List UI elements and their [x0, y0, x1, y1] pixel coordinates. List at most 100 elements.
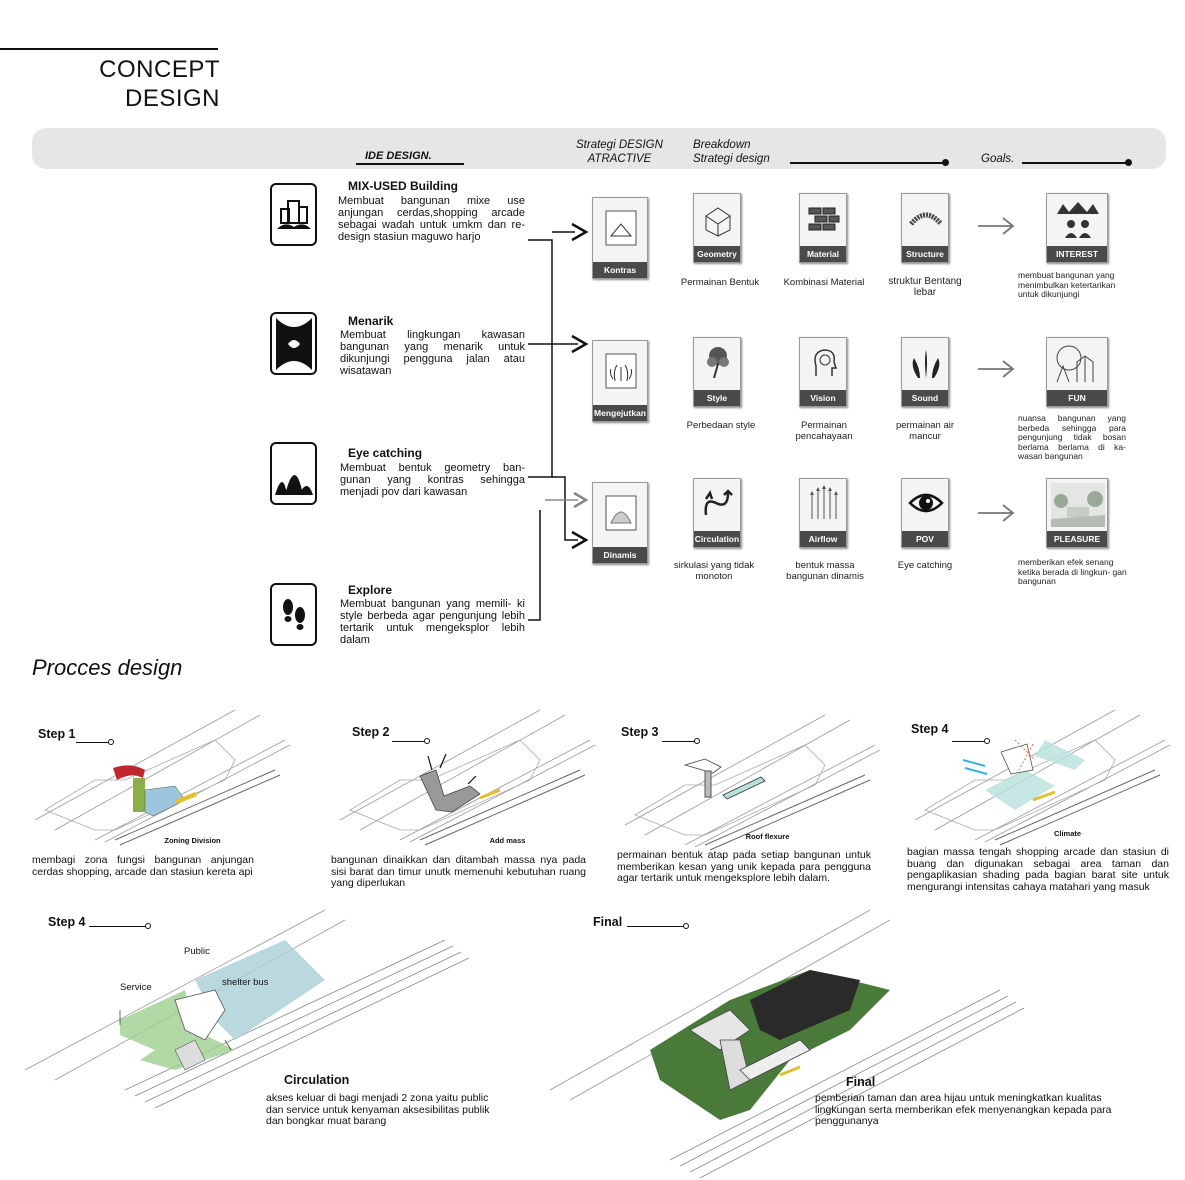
shelter-bus-label: shelter bus [222, 977, 269, 988]
strategy-label: Dinamis [593, 547, 647, 563]
step2-diagram [339, 709, 596, 846]
step4-climate-diagram [914, 709, 1171, 846]
strategy-heading: Strategi DESIGN ATRACTIVE [576, 139, 663, 165]
card-geometry: Geometry [693, 193, 741, 263]
title-rule [0, 48, 218, 50]
step-4-caption: Climate [1053, 829, 1082, 838]
card-label: Airflow [800, 531, 846, 547]
splash-icon [912, 350, 940, 378]
card-label: Material [800, 246, 846, 262]
bricks-icon [808, 207, 840, 231]
breakdown-heading: Breakdown Strategi design [693, 139, 770, 165]
arch-icon [909, 212, 943, 226]
caption-airflow: bentuk massa bangunan dinamis [786, 560, 864, 582]
idea-title-3: Eye catching [348, 446, 423, 460]
card-airflow: Airflow [799, 478, 847, 548]
circulation-icon [704, 489, 733, 516]
service-label: Service [120, 982, 152, 993]
airflow-icon [810, 485, 838, 519]
step-1-text: membagi zona fungsi bangunan anjungan ce… [32, 854, 254, 878]
step3-diagram [624, 714, 881, 851]
step-4-line [952, 741, 986, 742]
final-caption: Final [846, 1075, 876, 1089]
step-1-caption: Zoning Division [164, 836, 221, 845]
circulation-step-dot [145, 923, 151, 929]
site-diagrams [24, 709, 1171, 1179]
circulation-step-label: Step 4 [48, 915, 86, 929]
card-label: Geometry [694, 246, 740, 262]
strategy-label: Mengejutkan [593, 405, 647, 421]
card-style: Style [693, 337, 741, 407]
card-circulation: Circulation [693, 478, 741, 548]
step-1-dot [108, 739, 114, 745]
card-sound: Sound [901, 337, 949, 407]
step-4-text: bagian massa tengah shopping arcade dan … [907, 846, 1169, 893]
circulation-step-line [89, 926, 147, 927]
step-4-label: Step 4 [911, 722, 949, 736]
audience-icon [1057, 202, 1099, 238]
step-3-dot [694, 738, 700, 744]
step-3-caption: Roof flexure [745, 832, 790, 841]
final-diagram [549, 909, 1025, 1179]
breakdown-line [790, 162, 945, 164]
final-step-dot [683, 923, 689, 929]
circulation-caption: Circulation [284, 1073, 350, 1087]
breakdown-dot [942, 159, 949, 166]
step-3-text: permainan bentuk atap pada setiap bangun… [617, 849, 871, 884]
goal-card-pleasure: PLEASURE [1046, 478, 1108, 548]
head-icon [814, 349, 838, 376]
x-shape-icon [270, 312, 317, 375]
goal-card-interest: INTEREST [1046, 193, 1108, 263]
goal-label: PLEASURE [1047, 531, 1107, 547]
circulation-diagram [24, 909, 470, 1109]
caption-sound: permainan air mancur [895, 420, 955, 442]
ide-design-heading: IDE DESIGN. [365, 150, 432, 162]
step-2-label: Step 2 [352, 725, 390, 739]
final-text: pemberian taman dan area hijau untuk men… [815, 1092, 1112, 1127]
step-3-line [662, 741, 696, 742]
goals-line [1022, 162, 1128, 164]
goal-text-pleasure: memberikan efek senang ketika berada di … [1018, 557, 1127, 586]
step-2-text: bangunan dinaikkan dan ditambah massa ny… [331, 854, 586, 889]
card-label: POV [902, 531, 948, 547]
ide-underline [356, 163, 464, 165]
card-label: Vision [800, 390, 846, 406]
card-label: Structure [902, 246, 948, 262]
idea-text-1: Membuat bangunan mixe use anjungan cerda… [338, 195, 525, 243]
process-heading: Procces design [32, 655, 183, 680]
final-step-line [627, 926, 685, 927]
goals-dot [1125, 159, 1132, 166]
idea-text-3: Membuat bentuk geometry ban- gunan yang … [340, 462, 525, 498]
card-label: Style [694, 390, 740, 406]
strategy-card-kontras: Kontras [592, 197, 648, 279]
caption-structure: struktur Bentang lebar [888, 276, 962, 298]
page-title: CONCEPT DESIGN [60, 55, 220, 113]
goals-heading: Goals. [981, 153, 1015, 165]
caption-material: Kombinasi Material [783, 277, 865, 288]
flower-icon [707, 347, 729, 379]
goal-label: INTEREST [1047, 246, 1107, 262]
goal-card-fun: FUN [1046, 337, 1108, 407]
title-line-2: DESIGN [124, 85, 220, 112]
card-label: Sound [902, 390, 948, 406]
strategy-card-dinamis: Dinamis [592, 482, 648, 564]
idea-title-2: Menarik [348, 314, 394, 328]
wave-shapes-icon [270, 442, 317, 505]
goal-text-interest: membuat bangunan yang menimbulkan ketert… [1018, 270, 1116, 299]
goal-text-fun: nuansa bangunan yang berbeda sehingga pa… [1018, 413, 1126, 461]
fun-icon [1056, 345, 1094, 383]
idea-title-1: MIX-USED Building [348, 179, 458, 193]
idea-text-4: Membuat bangunan yang memili- ki style b… [340, 598, 525, 646]
circulation-text: akses keluar di bagi menjadi 2 zona yait… [266, 1092, 490, 1127]
strategy-label: Kontras [593, 262, 647, 278]
caption-geometry: Permainan Bentuk [680, 277, 760, 288]
card-structure: Structure [901, 193, 949, 263]
mixed-building-icon [270, 183, 317, 246]
caption-style: Perbedaan style [686, 420, 756, 431]
idea-title-4: Explore [348, 583, 393, 597]
card-material: Material [799, 193, 847, 263]
card-vision: Vision [799, 337, 847, 407]
caption-vision: Permainan pencahayaan [795, 420, 853, 442]
step-2-line [392, 741, 426, 742]
public-label: Public [184, 946, 210, 957]
